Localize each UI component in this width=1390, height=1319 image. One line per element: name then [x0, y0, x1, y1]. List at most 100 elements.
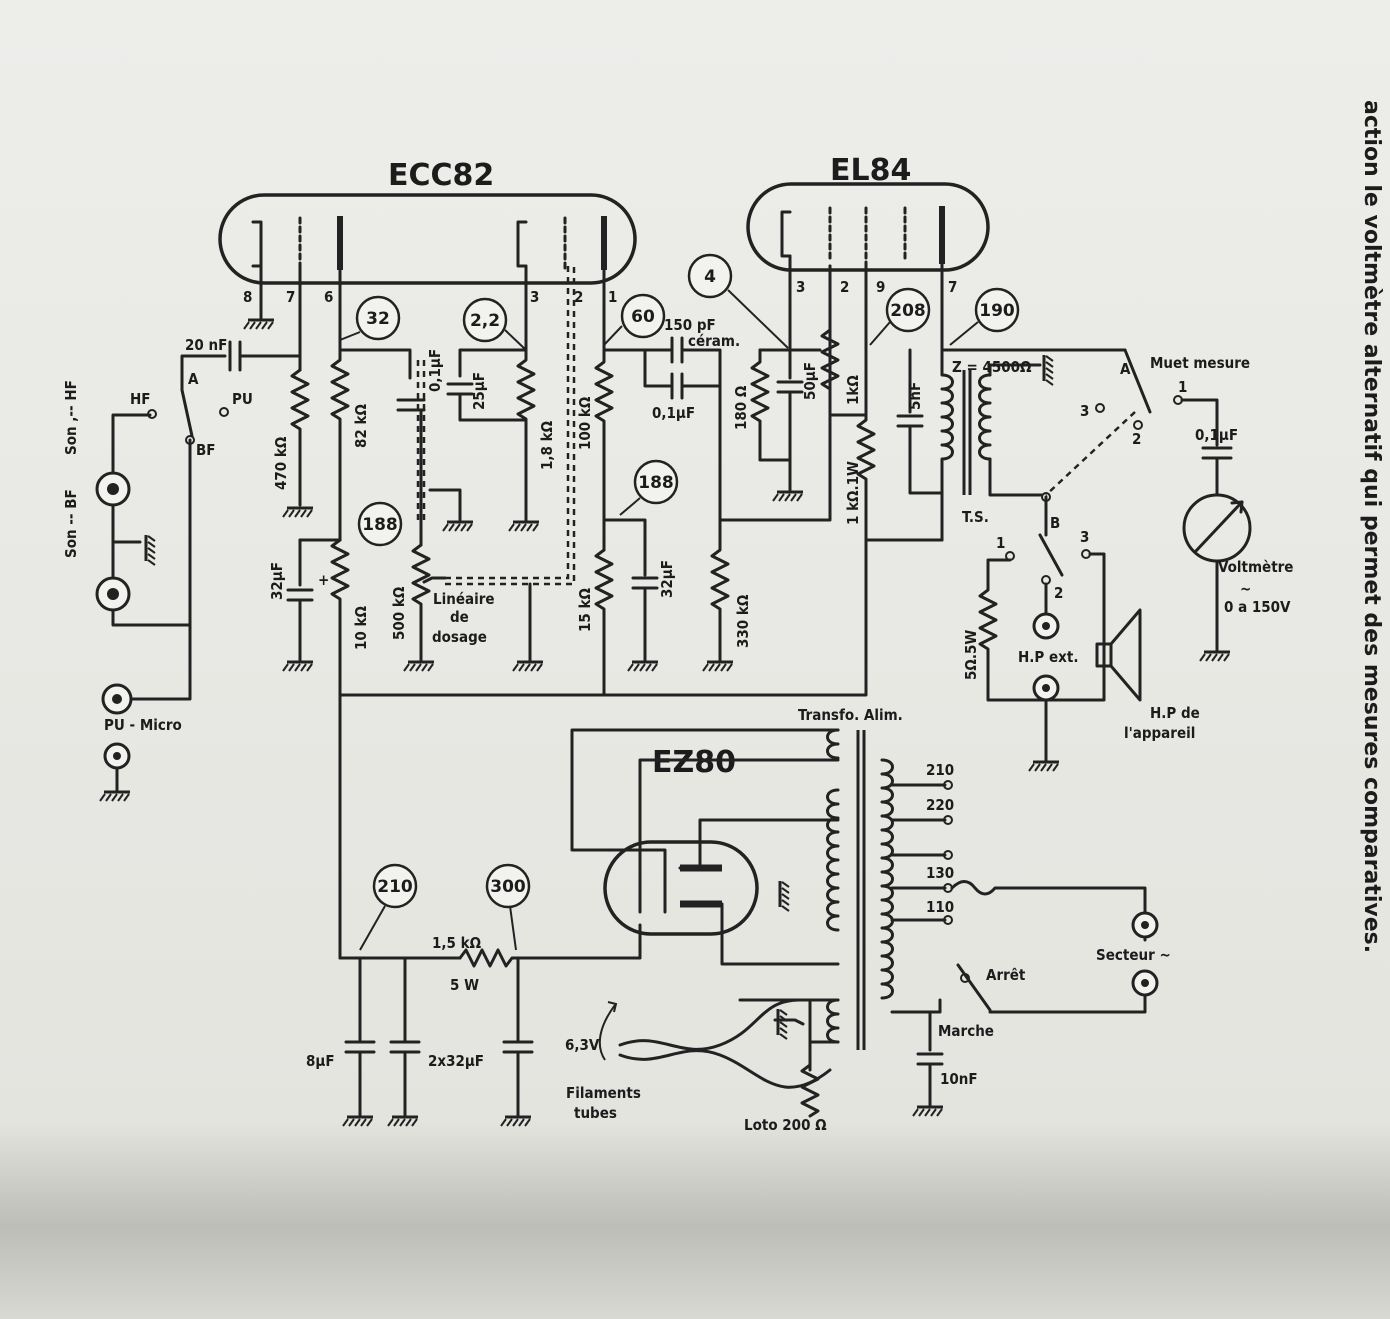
el84-pin-9: 9 — [876, 278, 885, 296]
switch-a-right-label: A — [1120, 360, 1131, 378]
power-switch[interactable] — [956, 963, 992, 1012]
el84-tube: EL84 3 2 9 7 — [746, 153, 990, 296]
voltage-32: 32 — [366, 309, 390, 329]
hp-ext-label: H.P ext. — [1018, 648, 1078, 666]
ecc82-tube: ECC82 8 7 6 3 2 1 — [218, 158, 637, 306]
cap-32uf-b-label: 32µF — [658, 560, 676, 598]
marche-label: Marche — [938, 1022, 994, 1040]
pot-500k-label: 500 kΩ — [390, 586, 408, 640]
de-label: de — [450, 608, 469, 626]
r1k-1w-label: 1 kΩ.1W — [844, 461, 862, 525]
muet-mesure-label: Muet mesure — [1150, 354, 1250, 372]
pu-label: PU — [232, 390, 253, 408]
pin-2: 2 — [574, 288, 583, 306]
cap-25uf-label: 25µF — [470, 372, 488, 410]
cap-10nf-label: 10nF — [940, 1070, 978, 1088]
switch-a-pos-2: 2 — [1132, 430, 1141, 448]
voltage-208: 208 — [890, 301, 926, 321]
switch-b[interactable] — [1038, 533, 1064, 577]
dosage-label: dosage — [432, 628, 487, 646]
voltage-2-2: 2,2 — [470, 311, 500, 331]
cap-150pf-label: 150 pF — [664, 316, 716, 334]
son-bf-label: Son -- BF — [62, 489, 80, 558]
hf-label: HF — [130, 390, 151, 408]
hp-appareil-label-1: H.P de — [1150, 704, 1200, 722]
r1k-label: 1kΩ — [844, 375, 862, 405]
switch-b-pos-2: 2 — [1054, 584, 1063, 602]
voltage-300: 300 — [490, 877, 526, 897]
cap-2x32uf-label: 2x32µF — [428, 1052, 484, 1070]
r1-5k-label: 1,5 kΩ — [432, 934, 482, 952]
ts-label: T.S. — [962, 508, 989, 526]
voltage-4: 4 — [704, 267, 716, 287]
r330k-label: 330 kΩ — [734, 594, 752, 648]
pin-3: 3 — [530, 288, 539, 306]
voltmeter-label: Voltmètre — [1218, 558, 1293, 576]
power-supply: 1,5 kΩ 5 W 210 300 8µF 2x32µF Transfo. A… — [306, 693, 1171, 1134]
switch-b-pos-1: 1 — [996, 534, 1005, 552]
switch-a-left-label: A — [188, 370, 199, 388]
pin-1: 1 — [608, 288, 617, 306]
el84-pin-2: 2 — [840, 278, 849, 296]
voltage-210: 210 — [377, 877, 413, 897]
cap-8uf-label: 8µF — [306, 1052, 335, 1070]
ez80-label: EZ80 — [652, 745, 736, 780]
ceram-label: céram. — [688, 332, 740, 350]
son-hf-label: Son ,-- HF — [62, 380, 80, 455]
ecc82-label: ECC82 — [388, 158, 494, 193]
transformer-label: Transfo. Alim. — [798, 706, 903, 724]
stage-2: 25µF 1,8 kΩ 2,2 100 kΩ 60 150 pF céram. … — [446, 264, 832, 697]
cap-50uf-label: 50µF — [801, 362, 819, 400]
tap-210: 210 — [926, 761, 954, 779]
r10k-label: 10 kΩ — [352, 606, 370, 650]
voltmeter-tilde: ~ — [1240, 580, 1251, 598]
r1-8k-label: 1,8 kΩ — [538, 420, 556, 470]
svg-text:+: + — [318, 571, 329, 589]
cap-0-1uf-a-label: 0,1µF — [426, 349, 444, 392]
switch-a-pos-1: 1 — [1178, 378, 1187, 396]
side-text: action le voltmètre alternatif qui perme… — [1359, 100, 1384, 953]
switch-a-pos-3: 3 — [1080, 402, 1089, 420]
lineaire-label: Linéaire — [433, 590, 495, 608]
bf-label: BF — [196, 441, 216, 459]
r5w-label: 5 W — [450, 976, 479, 994]
cap-20nf-label: 20 nF — [185, 336, 227, 354]
output-stage: 180 Ω 50µF 4 1kΩ 1 kΩ.1W 208 190 5nF — [338, 253, 1293, 773]
input-selector-switch[interactable] — [180, 388, 194, 438]
arret-label: Arrêt — [986, 966, 1026, 984]
cap-0-1uf-b-label: 0,1µF — [652, 404, 695, 422]
pin-6: 6 — [324, 288, 333, 306]
r5ohm-label: 5Ω.5W — [962, 630, 980, 680]
voltage-188-b: 188 — [638, 473, 674, 493]
stage-1: 470 kΩ 82 kΩ 32 0,1µF 32µF + 188 10 kΩ — [242, 264, 576, 697]
filament-voltage: 6,3V — [565, 1036, 600, 1054]
pin-8: 8 — [243, 288, 252, 306]
tap-220: 220 — [926, 796, 954, 814]
voltage-190: 190 — [979, 301, 1015, 321]
voltage-60: 60 — [631, 307, 655, 327]
el84-pin-7: 7 — [948, 278, 957, 296]
secteur-label: Secteur ~ — [1096, 946, 1171, 964]
tap-110: 110 — [926, 898, 954, 916]
voltage-188-a: 188 — [362, 515, 398, 535]
r180-label: 180 Ω — [732, 385, 750, 430]
hp-appareil-label-2: l'appareil — [1124, 724, 1195, 742]
ez80-tube: EZ80 — [603, 745, 759, 936]
filament-label-1: Filaments — [566, 1084, 641, 1102]
cap-32uf-a-label: 32µF — [268, 562, 286, 600]
filament-label-2: tubes — [574, 1104, 617, 1122]
pin-7: 7 — [286, 288, 295, 306]
el84-label: EL84 — [830, 153, 911, 188]
cap-5nf-label: 5nF — [906, 382, 924, 410]
cap-0-1uf-c-label: 0,1µF — [1195, 426, 1238, 444]
voltmeter-range: 0 a 150V — [1224, 598, 1291, 616]
r470k-label: 470 kΩ — [272, 436, 290, 490]
el84-pin-3: 3 — [796, 278, 805, 296]
switch-b-pos-3: 3 — [1080, 528, 1089, 546]
pu-micro-label: PU - Micro — [104, 716, 182, 734]
muet-mesure-switch[interactable] — [1123, 348, 1152, 414]
z-4500-label: Z = 4500Ω — [952, 358, 1032, 376]
r15k-label: 15 kΩ — [576, 588, 594, 632]
